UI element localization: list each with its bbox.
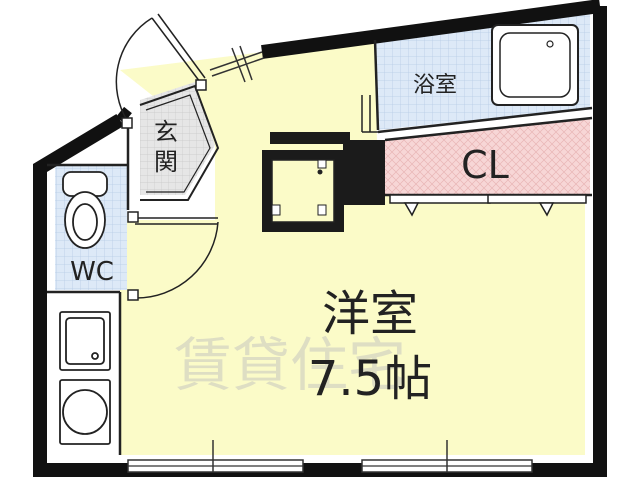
western-room-floor (120, 38, 585, 455)
watermark: 賃貸住宅 (174, 331, 406, 399)
bath-door (361, 95, 378, 133)
bath-label: 浴室 (413, 73, 457, 98)
western-room-label: 洋室 (322, 286, 418, 342)
bathtub (491, 24, 579, 106)
toilet (62, 171, 108, 249)
closet-label: CL (461, 143, 509, 187)
washing-machine-space (59, 379, 111, 445)
top-window (209, 45, 265, 83)
appliance-space (262, 150, 344, 232)
toilet-label: WC (70, 257, 114, 287)
entrance-door (115, 13, 207, 129)
entrance-label-char: 玄 (154, 118, 178, 146)
closet-area (385, 118, 590, 195)
entrance-label: 玄関 (154, 118, 178, 176)
western-room-size-label: 7.5帖 (308, 351, 432, 407)
kitchen-sink (59, 311, 111, 371)
bottom-windows (127, 440, 533, 473)
shaft (270, 132, 385, 205)
closet-doors (389, 194, 587, 217)
wc-door (127, 211, 219, 301)
entrance-label-char: 関 (154, 148, 178, 176)
